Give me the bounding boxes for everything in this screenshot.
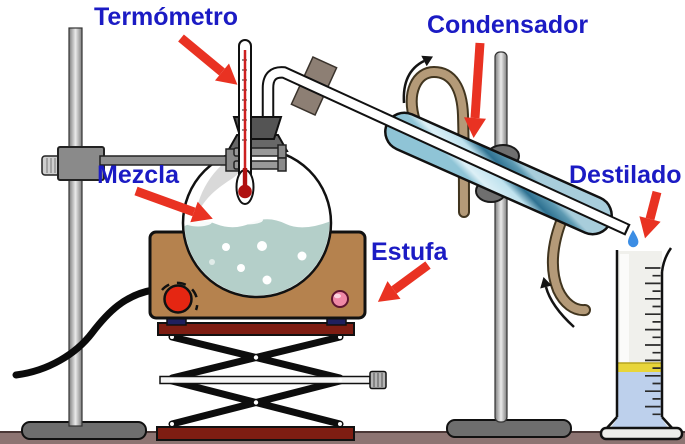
- graduated-cylinder: [599, 247, 684, 441]
- cylinder-liquid: [617, 371, 662, 418]
- cylinder-ticks: [645, 267, 661, 416]
- stove-knob[interactable]: [163, 284, 193, 314]
- mixture-arrow: [134, 186, 213, 223]
- thermometer-arrow: [178, 34, 238, 85]
- stove-arrow: [377, 261, 431, 302]
- scissor-jack: [156, 314, 387, 441]
- label-mixture: Mezcla: [97, 161, 179, 189]
- thermometer-bulb: [238, 184, 252, 199]
- cylinder-spout: [660, 247, 673, 273]
- ring-stand-left: [21, 27, 147, 440]
- liquid-level-band: [617, 362, 662, 372]
- jack-knob[interactable]: [369, 370, 387, 390]
- label-stove: Estufa: [371, 238, 448, 266]
- glass-tube: [261, 66, 631, 236]
- thermometer: [235, 39, 255, 205]
- condenser-arrow: [464, 42, 486, 138]
- distillate-arrow: [639, 190, 662, 239]
- jack-pivots: [169, 335, 343, 426]
- label-thermometer: Termómetro: [94, 3, 239, 31]
- stove-knob-marks: [161, 281, 199, 311]
- stove-indicator-light: [331, 290, 349, 308]
- distillate-drop: [628, 230, 639, 248]
- water-flow-arrow-out: [402, 55, 433, 104]
- power-cord: [12, 286, 157, 379]
- water-inlet-hose: [546, 204, 591, 317]
- water-flow-arrow-in: [540, 277, 575, 328]
- pointer-arrows: [134, 34, 662, 302]
- label-condenser: Condensador: [427, 11, 589, 39]
- flask: [181, 136, 333, 299]
- label-distillate: Destilado: [569, 161, 682, 189]
